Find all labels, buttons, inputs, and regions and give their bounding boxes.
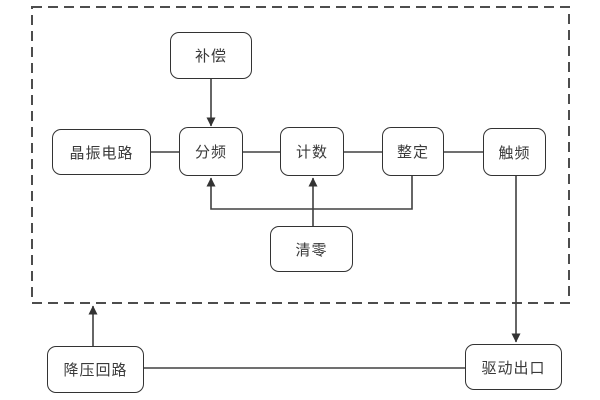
node-crystal-circuit: 晶振电路 <box>52 129 151 175</box>
node-drive-outlet: 驱动出口 <box>465 344 562 390</box>
node-frequency-divider: 分频 <box>179 127 243 176</box>
node-clear-zero-label: 清零 <box>295 241 328 259</box>
node-stepdown-circuit-label: 降压回路 <box>63 362 128 379</box>
node-frequency-divider-label: 分频 <box>194 144 227 161</box>
node-stepdown-circuit: 降压回路 <box>47 346 144 393</box>
node-compensation-label: 补偿 <box>194 48 227 65</box>
node-counter: 计数 <box>280 127 344 176</box>
node-compensation: 补偿 <box>170 32 252 79</box>
node-setting: 整定 <box>382 127 444 176</box>
node-setting-label: 整定 <box>396 144 429 161</box>
node-drive-outlet-label: 驱动出口 <box>481 359 546 377</box>
node-trigger-frequency-label: 触频 <box>498 144 531 162</box>
node-trigger-frequency: 触频 <box>483 128 546 176</box>
edge-setting-divider-feedback <box>206 176 413 210</box>
node-crystal-circuit-label: 晶振电路 <box>69 144 134 162</box>
node-counter-label: 计数 <box>295 144 328 161</box>
node-clear-zero: 清零 <box>270 226 353 272</box>
